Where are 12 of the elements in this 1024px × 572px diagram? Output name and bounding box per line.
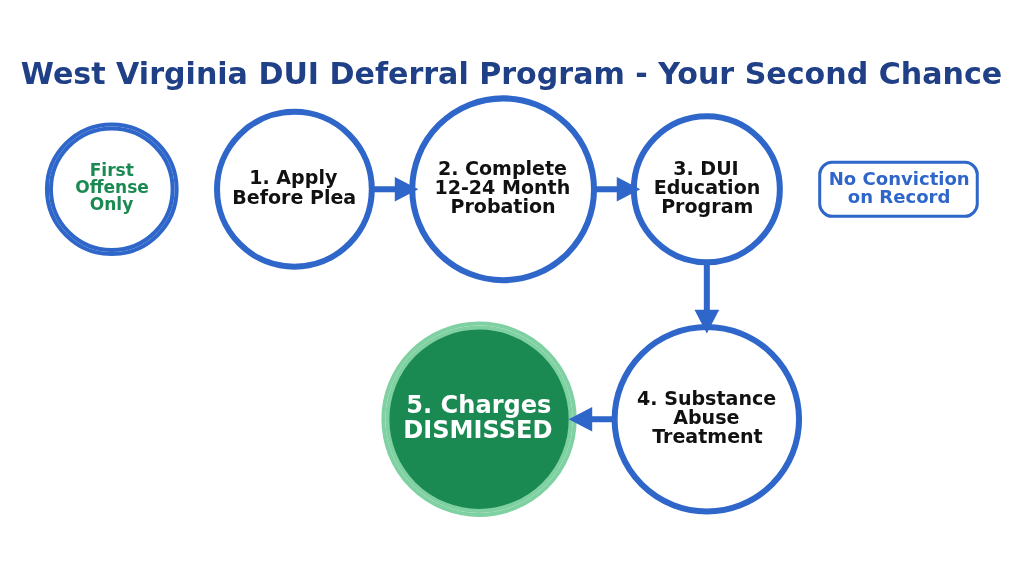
node-circle: 3. DUI Education Program: [630, 113, 783, 266]
node-circle: 1. Apply Before Plea: [214, 108, 375, 270]
node-circle: 5. Charges DISMISSED: [381, 321, 577, 517]
node-circle: 2. Complete 12-24 Month Probation: [409, 95, 597, 284]
node-circle: 4. Substance Abuse Treatment: [611, 324, 803, 515]
arrow: [568, 406, 615, 432]
arrow: [371, 176, 419, 202]
node-circle: First Offense Only: [44, 122, 179, 257]
diagram-title: West Virginia DUI Deferral Program - Your Second Chance: [20, 56, 1003, 92]
node-box: No Conviction on Record: [818, 160, 979, 218]
arrow: [594, 176, 641, 202]
arrow: [694, 262, 720, 334]
